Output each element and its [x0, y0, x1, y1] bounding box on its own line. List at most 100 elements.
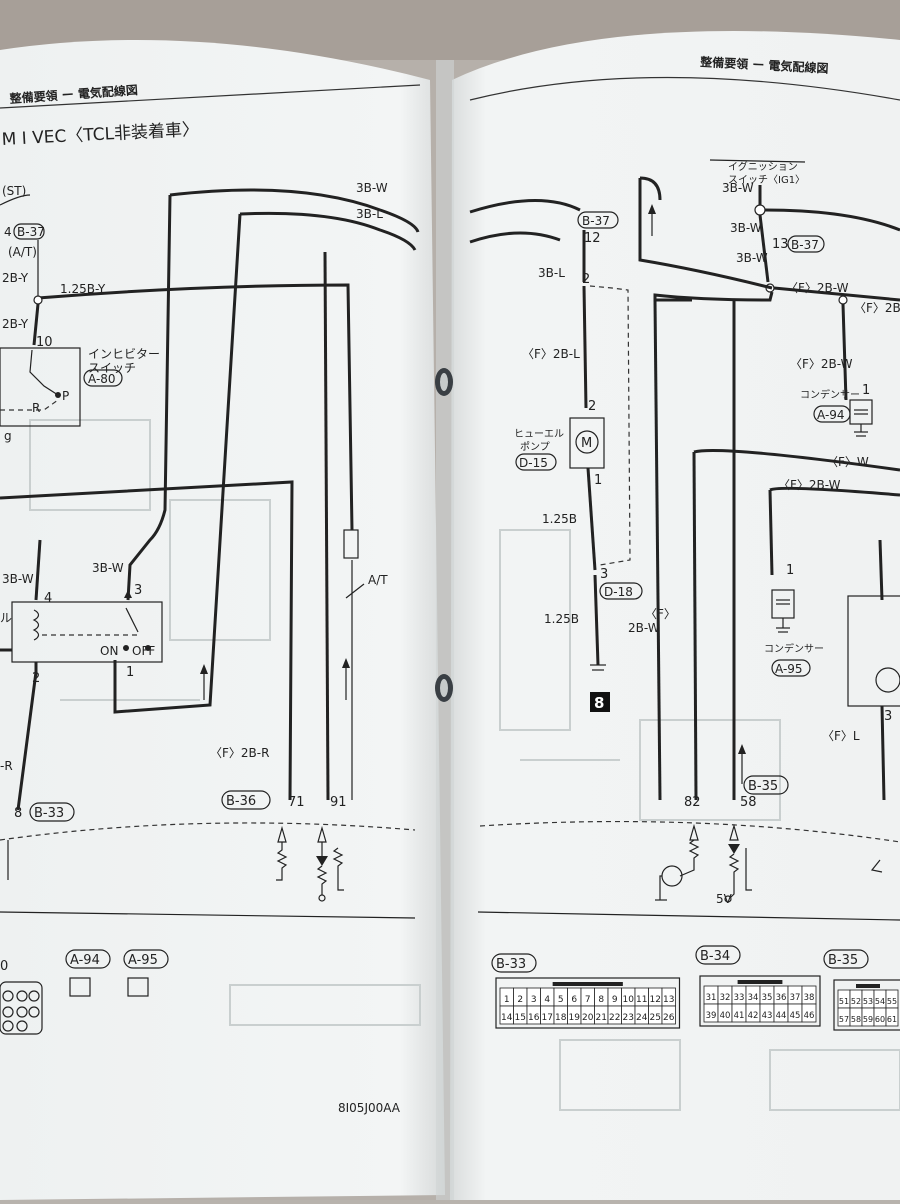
connector-pin-number: 11 — [636, 995, 647, 1005]
pin-number: 2 — [582, 272, 590, 287]
motor-symbol: M — [581, 436, 592, 451]
wire-st — [0, 194, 31, 206]
connector-pin-number: 52 — [851, 997, 861, 1006]
connector-pin-number: 42 — [748, 1011, 759, 1021]
connector-pin-number: 60 — [875, 1015, 885, 1024]
connector-pin-number: 3 — [531, 995, 537, 1005]
binding-ring-icon — [435, 368, 453, 396]
connector-tag — [123, 949, 169, 969]
wire-label: 〈F〉2B-W — [854, 301, 900, 315]
fuel-pump-box — [569, 417, 605, 469]
connector-pin-number: 61 — [887, 1015, 897, 1024]
wire-label: A/T — [368, 573, 388, 587]
connector-pin-number: 19 — [569, 1013, 581, 1023]
connector-pin-number: 59 — [863, 1015, 873, 1024]
terminal-label: OFF — [132, 644, 155, 658]
connector-pin-number: 32 — [720, 993, 731, 1003]
connector-face-icon — [69, 977, 91, 997]
connector-pin-number: 4 — [544, 995, 550, 1005]
component-box — [847, 595, 900, 707]
connector-code: A-95 — [775, 662, 803, 676]
wire-125b-ground — [593, 574, 600, 666]
arrow-icon — [200, 664, 208, 674]
wire-label: 2B-Y — [2, 317, 29, 331]
connector-pin-number: 16 — [528, 1013, 540, 1023]
connector-tag — [491, 953, 537, 973]
connector-pin-cell — [885, 1007, 899, 1027]
motor-icon — [575, 430, 599, 454]
connector-code: B-37 — [791, 238, 819, 252]
pin-number: 1 — [126, 665, 134, 680]
terminal-label: ON — [100, 644, 118, 658]
connector-pin-number: 43 — [762, 1011, 773, 1021]
pin-number: 8 — [14, 806, 22, 821]
connector-pin-cell — [661, 1005, 676, 1025]
ghost-bleed-through — [29, 419, 900, 1111]
connector-tag — [695, 945, 741, 965]
connector-code: D-18 — [604, 585, 633, 599]
connector-pin-number: 1 — [504, 995, 510, 1005]
wire-2by — [32, 303, 40, 346]
wire-mid-horizontal — [0, 480, 294, 801]
connector-pin-number: 8 — [598, 995, 604, 1005]
right-header: 整備要領 ー 電気配線図 — [699, 54, 829, 76]
connector-pin-number: 22 — [609, 1013, 620, 1023]
right-page — [450, 31, 900, 1200]
component-label: スイッチ — [88, 361, 136, 375]
wire-3bw-left — [34, 539, 42, 601]
wire-label: 2B-Y — [2, 271, 29, 285]
wire-label: 〈F〉W — [826, 455, 869, 469]
connector-code: B-33 — [34, 806, 64, 821]
wire-label: ル — [0, 611, 12, 625]
wire-125by — [37, 283, 354, 531]
connector-key — [552, 982, 623, 986]
connector-pin-number: 13 — [663, 995, 674, 1005]
component-label: コンデンサー — [764, 642, 824, 655]
wire-label: -R — [0, 759, 13, 773]
connector-code: A-94 — [817, 408, 845, 422]
arrow-icon — [342, 658, 350, 668]
connector-code: B-36 — [226, 794, 256, 809]
wire-label: 1.25B — [544, 612, 579, 626]
wire-125b — [586, 467, 597, 571]
wire-label: 3B-W — [92, 561, 124, 575]
pin-number: 13 — [772, 237, 789, 252]
component-label: ヒューエル — [514, 428, 564, 440]
ecu-internal-icon — [870, 859, 883, 873]
wire-label: 〈F〉2B-L — [522, 347, 580, 361]
wire-stub — [878, 539, 884, 601]
wire-label: (ST) — [2, 184, 26, 198]
wire-fl — [880, 705, 886, 801]
wire-f2bw-lower — [769, 486, 900, 497]
wire-shield — [589, 285, 631, 566]
wire-label: 3B-W — [2, 572, 34, 586]
connector-pin-number: 12 — [650, 995, 661, 1005]
connector-pin-number: 14 — [501, 1013, 513, 1023]
connector-pin-number: 33 — [734, 993, 745, 1003]
connector-tag — [83, 369, 123, 387]
pin-number: 71 — [288, 795, 305, 810]
relay-coil-icon — [32, 609, 40, 641]
pin-number: 2 — [32, 671, 40, 686]
splice-point — [838, 295, 848, 305]
connector-code: 0 — [0, 959, 8, 974]
connector-code: A-95 — [128, 953, 158, 968]
wire-3bw-ig-feed — [638, 178, 773, 290]
wire-f2bw-down — [653, 299, 662, 801]
connector-pin-number: 21 — [596, 1013, 607, 1023]
arrow-icon — [738, 744, 746, 754]
header-rule — [0, 84, 421, 109]
wire-3bl-top — [239, 211, 417, 251]
connector-code: A-80 — [88, 372, 116, 386]
connector-pin-number: 15 — [515, 1013, 526, 1023]
connector-tag — [29, 802, 75, 822]
wire-3bl-vertical — [113, 213, 242, 714]
terminal-label: P — [62, 389, 69, 403]
pin-number: 1 — [594, 473, 602, 488]
connector-pin-number: 9 — [612, 995, 618, 1005]
connector-pin-number: 7 — [585, 995, 591, 1005]
connector-pin-number: 2 — [517, 995, 523, 1005]
connector-pin-number: 34 — [748, 993, 759, 1003]
